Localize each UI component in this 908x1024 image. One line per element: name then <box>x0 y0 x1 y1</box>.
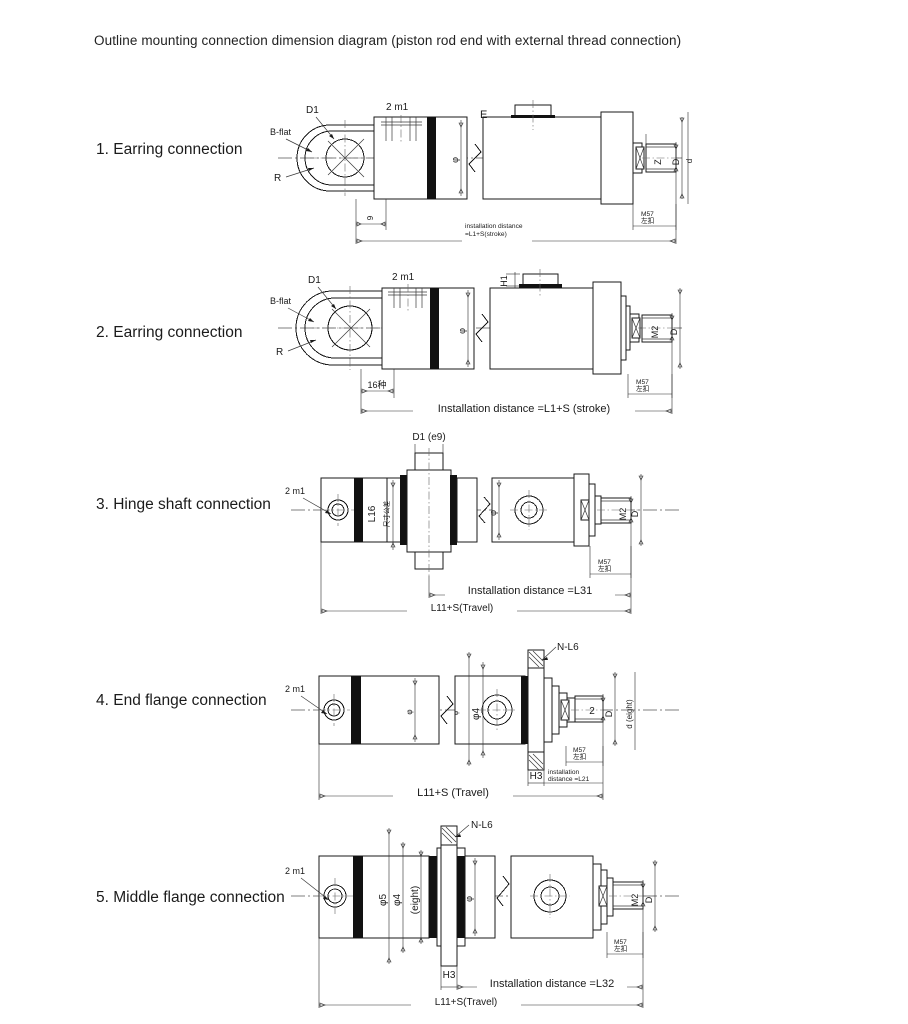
label-thread-note-top-3: M57 <box>598 559 611 566</box>
label-d-cap-2: D <box>669 328 679 335</box>
label-m1-5: 2 m1 <box>285 866 305 876</box>
label-thread-note-bot-2: 左扣 <box>636 384 649 393</box>
label-m2-5: M2 <box>630 894 640 907</box>
label-earring-len-2: 16种 <box>367 379 386 390</box>
label-bore-1: φ <box>450 157 460 163</box>
label-h3-5: H3 <box>443 970 456 981</box>
label-m1-4: 2 m1 <box>285 684 305 694</box>
label-d1e9-3: D1 (e9) <box>412 432 445 443</box>
label-d-eight-4: d (eight) <box>625 699 634 729</box>
label-m1-1: 2 m1 <box>386 102 409 113</box>
label-thread-note-bot-3: 左扣 <box>598 564 611 573</box>
label-install-line2-1: =L1+S(stroke) <box>465 231 507 238</box>
figure-label-3: 3. Hinge shaft connection <box>96 496 271 513</box>
label-total-4: L11+S (Travel) <box>417 787 489 799</box>
label-d-cap-5: D <box>644 896 654 903</box>
label-thread-note-top-2: M57 <box>636 379 649 386</box>
figure-label-1: 1. Earring connection <box>96 141 243 158</box>
label-thread-note-bot-1: 左扣 <box>641 216 654 225</box>
label-thread-note-top-4: M57 <box>573 747 586 754</box>
figure-label-5: 5. Middle flange connection <box>96 889 285 906</box>
label-thread-note-top-5: M57 <box>614 939 627 946</box>
label-bflat-1: B-flat <box>270 127 292 137</box>
label-install-line2-4: distance =L21 <box>548 776 590 783</box>
label-install-3: Installation distance =L31 <box>468 585 592 597</box>
label-r-2: R <box>276 347 283 358</box>
label-d-cap-4: D <box>604 710 614 717</box>
figure-3-hinge-shaft-connection: M2 D φ L16 尺寸公差 D1 (e9) Installation dis… <box>285 428 685 618</box>
figure-5-middle-flange-connection: M2 D φ φ5 φ4 (eight) N-L6 H3 Installatio… <box>285 818 685 1013</box>
label-phi4-5: φ4 <box>392 894 403 906</box>
label-phi4-4: φ4 <box>471 708 482 720</box>
label-m2-2: M2 <box>650 326 660 339</box>
label-d1-1: D1 <box>306 105 319 116</box>
label-total-3: L11+S(Travel) <box>431 603 494 614</box>
label-l16-sub-3: 尺寸公差 <box>382 500 391 527</box>
label-z-4: 2 <box>589 706 595 717</box>
label-h1-2: H1 <box>499 275 509 287</box>
label-d-eight-5: (eight) <box>410 886 421 914</box>
label-d-cap-1: D <box>671 158 681 165</box>
figure-1-earring-connection: Z D d φ 9 installation distance =L1+S(st… <box>270 98 694 248</box>
figure-2-earring-connection: M2 D φ H1 16种 Installation distance =L1+… <box>270 268 690 418</box>
label-h3-4: H3 <box>530 771 543 782</box>
label-bore2-4: φ <box>453 711 460 715</box>
figure-label-4: 4. End flange connection <box>96 692 267 709</box>
label-m1-3: 2 m1 <box>285 486 305 496</box>
label-d-cap-3: D <box>630 510 640 517</box>
page-title: Outline mounting connection dimension di… <box>94 33 682 48</box>
label-install-line1-1: installation distance <box>465 223 523 230</box>
label-nl6-5: N-L6 <box>471 820 493 831</box>
label-e-1: E <box>480 109 487 121</box>
label-d-small-1: d <box>685 159 694 163</box>
label-bore-5: φ <box>464 896 474 902</box>
label-m1-2: 2 m1 <box>392 272 415 283</box>
label-r-1: R <box>274 173 281 184</box>
label-bflat-2: B-flat <box>270 296 292 306</box>
label-bore-2: φ <box>457 328 467 334</box>
label-earring-len-1: 9 <box>366 215 375 220</box>
label-nl6-4: N-L6 <box>557 642 579 653</box>
label-l16-3: L16 <box>367 505 378 522</box>
label-thread-note-bot-4: 左扣 <box>573 752 586 761</box>
label-install-5: Installation distance =L32 <box>490 978 614 990</box>
figure-4-end-flange-connection: 2 D d (eight) φ φ φ4 N-L6 H3 installatio… <box>285 638 685 803</box>
label-bore-4: φ <box>405 709 414 714</box>
label-bore-3: φ <box>488 510 498 516</box>
label-d1-2: D1 <box>308 275 321 286</box>
label-phi5-5: φ5 <box>378 894 389 906</box>
figure-label-2: 2. Earring connection <box>96 324 243 341</box>
label-install-2: Installation distance =L1+S (stroke) <box>438 403 610 415</box>
label-total-5: L11+S(Travel) <box>435 997 498 1008</box>
label-thread-note-bot-5: 左扣 <box>614 944 627 953</box>
label-z-1: Z <box>653 159 663 165</box>
label-install-line1-4: installation <box>548 769 579 776</box>
label-thread-note-top-1: M57 <box>641 211 654 218</box>
label-m2-3: M2 <box>618 508 628 521</box>
